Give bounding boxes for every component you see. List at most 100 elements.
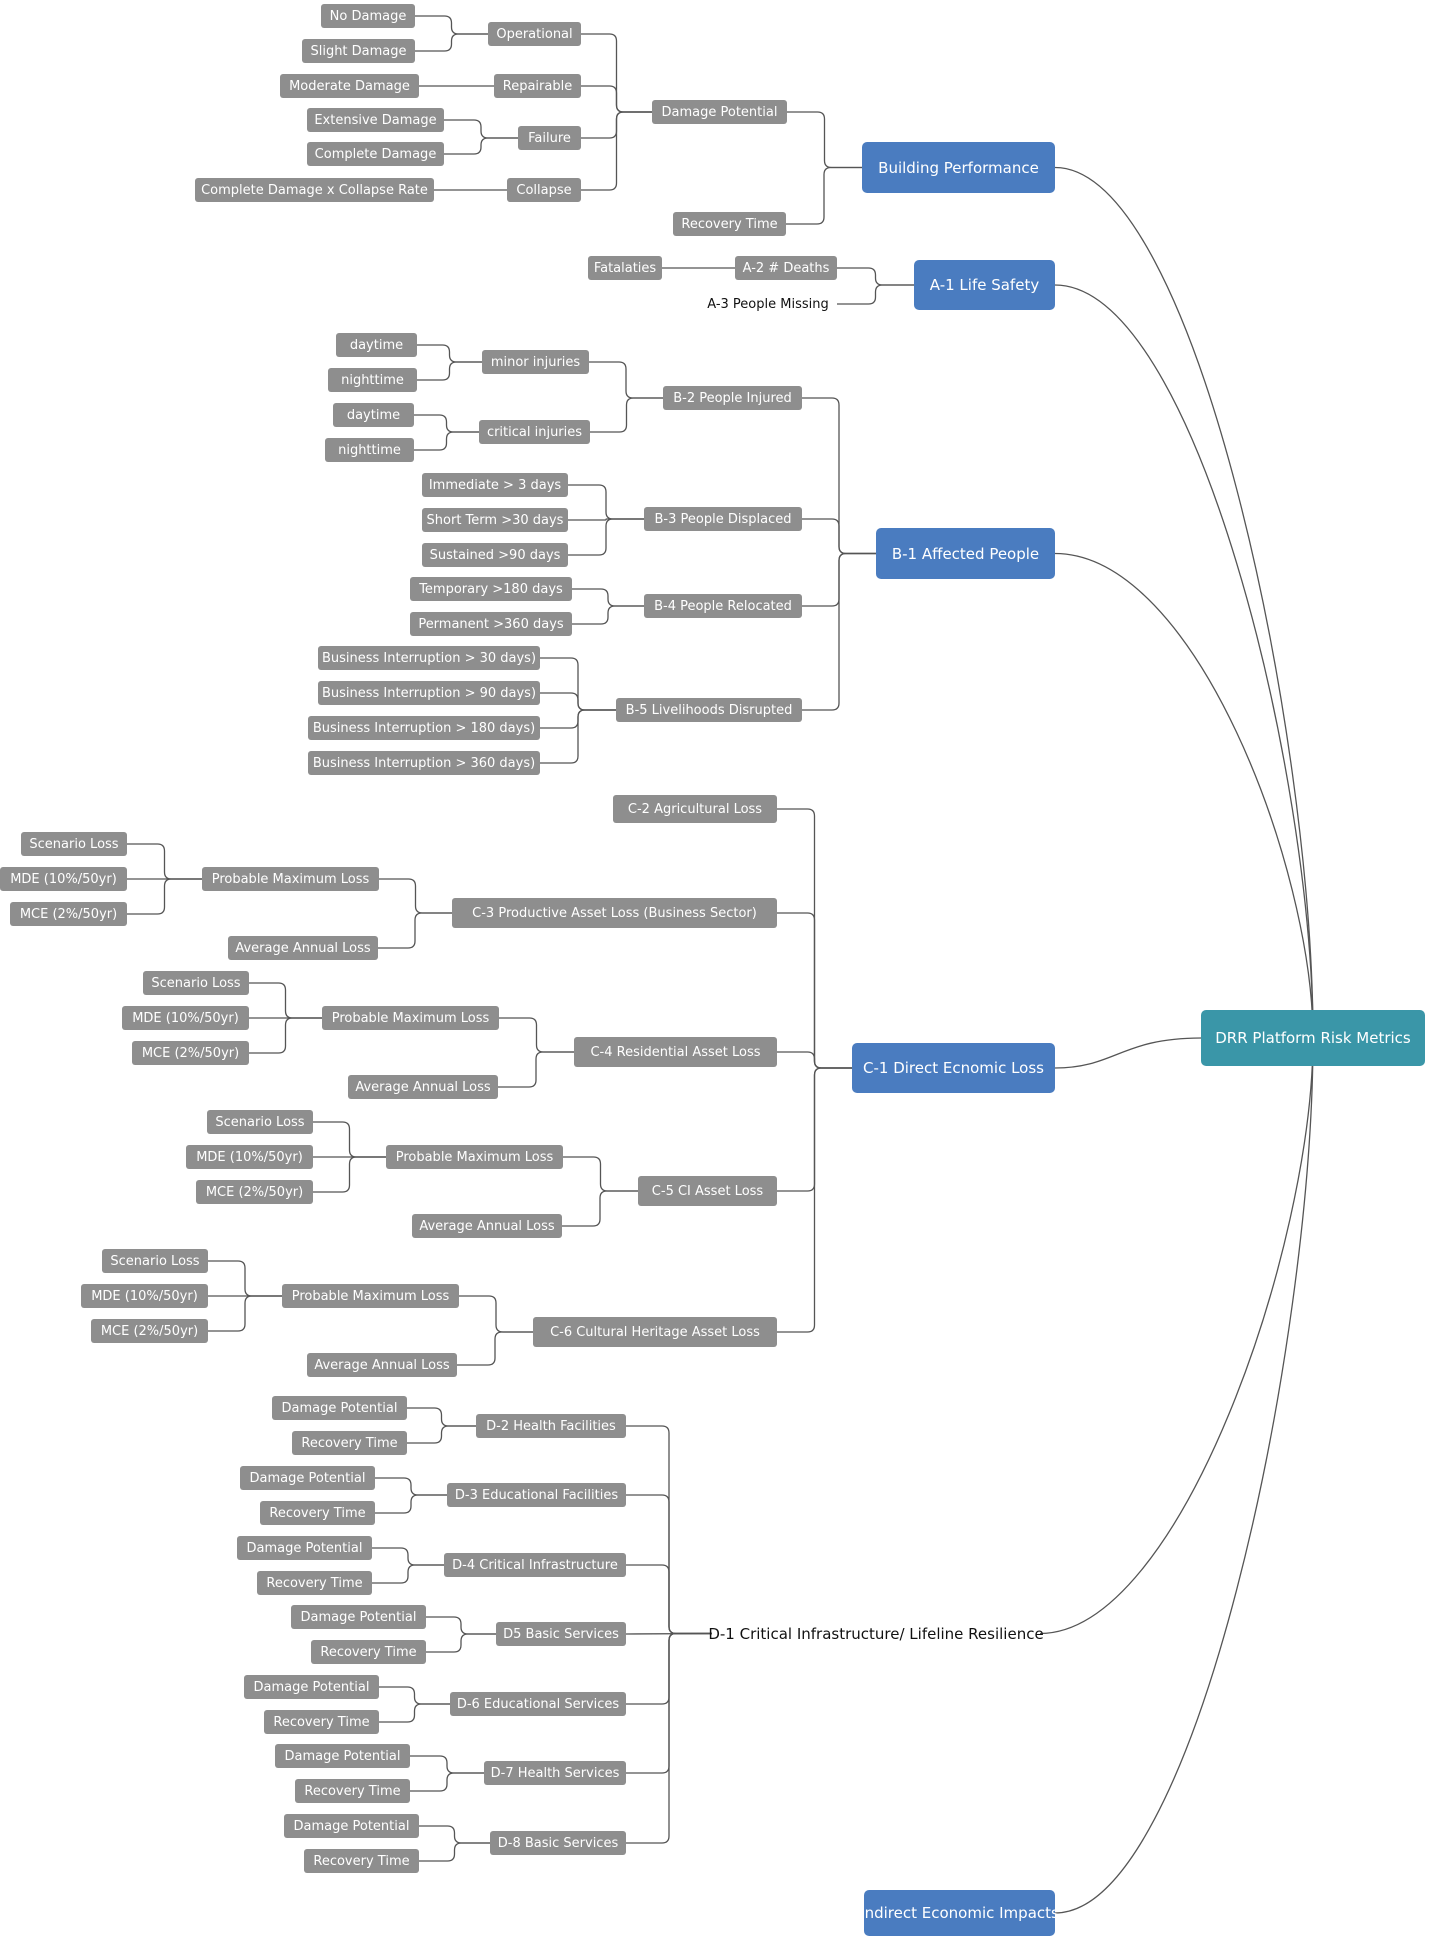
node-c4-scenario-loss: Scenario Loss <box>143 971 249 995</box>
node-c3-probable-maximum-loss: Probable Maximum Loss <box>202 867 379 891</box>
node-d4-critical-infrastructure: D-4 Critical Infrastructure <box>444 1553 626 1577</box>
connector-d7-dp7 <box>410 1755 484 1774</box>
connector-b2-mi <box>589 361 663 399</box>
connector-ls-a3 <box>837 284 914 305</box>
node-short-term: Short Term >30 days <box>422 508 568 532</box>
node-d7-damage-potential: Damage Potential <box>275 1744 410 1768</box>
node-d2-damage-potential: Damage Potential <box>272 1396 407 1420</box>
node-c5-probable-maximum-loss: Probable Maximum Loss <box>386 1145 563 1169</box>
connector-ci2-dt2 <box>414 414 479 433</box>
node-d4-damage-potential: Damage Potential <box>237 1536 372 1560</box>
node-collapse: Collapse <box>507 178 581 202</box>
connector-de-c4 <box>777 1051 852 1069</box>
node-c6-probable-maximum-loss: Probable Maximum Loss <box>282 1284 459 1308</box>
connector-de-c3 <box>777 912 852 1069</box>
node-c5-mce: MCE (2%/50yr) <box>196 1180 313 1204</box>
connector-d4-dp4 <box>372 1547 444 1566</box>
branch-indirect-economic-impacts: Indirect Economic Impacts <box>860 1890 1059 1936</box>
connector-c3-pml3 <box>379 878 452 914</box>
node-d8-basic-services: D-8 Basic Services <box>490 1831 626 1855</box>
node-damage-potential: Damage Potential <box>652 100 787 124</box>
connector-pml5-mce5 <box>313 1156 386 1193</box>
node-c6-mde: MDE (10%/50yr) <box>81 1284 208 1308</box>
branch-direct-economic-loss: C-1 Direct Ecnomic Loss <box>852 1043 1055 1093</box>
node-d4-recovery-time: Recovery Time <box>257 1571 372 1595</box>
connector-b5-bi360 <box>540 709 616 764</box>
connector-c6-pml6 <box>459 1295 533 1333</box>
node-slight-damage: Slight Damage <box>302 39 415 63</box>
node-b4-people-relocated: B-4 People Relocated <box>644 594 802 618</box>
branch-life-safety: A-1 Life Safety <box>914 260 1055 310</box>
node-complete-damage: Complete Damage <box>307 142 444 166</box>
connector-b3-st <box>568 518 644 521</box>
connector-d8-rt8 <box>419 1842 490 1862</box>
node-critical-daytime: daytime <box>333 403 414 427</box>
connector-bp-rt <box>786 166 862 225</box>
connector-c5-pml5 <box>563 1156 638 1192</box>
connector-pml3-sc3 <box>127 843 202 880</box>
node-c6-mce: MCE (2%/50yr) <box>91 1319 208 1343</box>
node-d6-recovery-time: Recovery Time <box>264 1710 379 1734</box>
node-c6-cultural-heritage-asset-loss: C-6 Cultural Heritage Asset Loss <box>533 1317 777 1347</box>
connector-pml4-sc4 <box>249 982 322 1019</box>
branch-critical-infrastructure-resilience: D-1 Critical Infrastructure/ Lifeline Re… <box>708 1624 1044 1643</box>
node-minor-injuries: minor injuries <box>482 350 589 374</box>
connector-c4-aal4 <box>498 1051 574 1088</box>
connector-pml4-mce4 <box>249 1017 322 1054</box>
connector-root-ap <box>1054 552 1314 1039</box>
node-immediate: Immediate > 3 days <box>422 473 568 497</box>
connector-c6-aal6 <box>457 1331 533 1366</box>
connector-d1-d4 <box>626 1564 712 1635</box>
connector-mi-nt1 <box>417 361 482 381</box>
connector-ap-b3 <box>802 518 876 555</box>
node-critical-nighttime: nighttime <box>325 438 414 462</box>
node-c4-mce: MCE (2%/50yr) <box>132 1041 249 1065</box>
connector-c4-pml4 <box>499 1017 574 1053</box>
branch-building-performance: Building Performance <box>862 142 1055 193</box>
connector-b2-ci2 <box>590 397 663 433</box>
connector-dp-col <box>581 111 652 191</box>
connector-fail-cd <box>444 137 518 155</box>
connector-b3-imm <box>568 484 644 520</box>
node-sustained: Sustained >90 days <box>422 543 568 567</box>
connector-d4-rt4 <box>372 1564 444 1584</box>
node-d5-damage-potential: Damage Potential <box>291 1605 426 1629</box>
node-temporary: Temporary >180 days <box>410 577 572 601</box>
node-c5-mde: MDE (10%/50yr) <box>186 1145 313 1169</box>
node-d2-health-facilities: D-2 Health Facilities <box>476 1414 626 1438</box>
connector-root-bp <box>1054 166 1314 1039</box>
connector-d5-dp5 <box>426 1616 496 1635</box>
connector-d2-dp2 <box>407 1407 476 1427</box>
connector-d3-rt3 <box>375 1494 447 1514</box>
node-recovery-time: Recovery Time <box>673 212 786 236</box>
connector-c5-aal5 <box>562 1190 638 1227</box>
node-d7-health-services: D-7 Health Services <box>484 1761 626 1785</box>
node-a2-deaths: A-2 # Deaths <box>735 256 837 280</box>
node-c3-scenario-loss: Scenario Loss <box>21 832 127 856</box>
node-extensive-damage: Extensive Damage <box>307 108 444 132</box>
connector-fail-ed <box>444 119 518 139</box>
node-d3-recovery-time: Recovery Time <box>260 1501 375 1525</box>
node-b2-people-injured: B-2 People Injured <box>663 386 802 410</box>
connector-d6-rt6 <box>379 1703 450 1723</box>
node-d6-educational-services: D-6 Educational Services <box>450 1692 626 1716</box>
node-d5-basic-services: D5 Basic Services <box>496 1622 626 1646</box>
connector-bp-dp <box>787 111 862 169</box>
connector-op-nd <box>415 15 488 35</box>
node-c4-mde: MDE (10%/50yr) <box>122 1006 249 1030</box>
node-critical-injuries: critical injuries <box>479 420 590 444</box>
connector-c3-aal3 <box>378 912 452 949</box>
node-b5-livelihoods-disrupted: B-5 Livelihoods Disrupted <box>616 698 802 722</box>
node-d2-recovery-time: Recovery Time <box>292 1431 407 1455</box>
connector-d5-rt5 <box>426 1633 496 1653</box>
node-c4-probable-maximum-loss: Probable Maximum Loss <box>322 1006 499 1030</box>
node-c6-scenario-loss: Scenario Loss <box>102 1249 208 1273</box>
connector-de-c6 <box>777 1067 852 1333</box>
node-repairable: Repairable <box>494 74 581 98</box>
node-c4-residential-asset-loss: C-4 Residential Asset Loss <box>574 1037 777 1067</box>
node-c3-mce: MCE (2%/50yr) <box>10 902 127 926</box>
connector-dp-rep <box>581 85 652 113</box>
node-c2-agricultural-loss: C-2 Agricultural Loss <box>613 795 777 823</box>
connector-b4-tmp <box>572 588 644 607</box>
